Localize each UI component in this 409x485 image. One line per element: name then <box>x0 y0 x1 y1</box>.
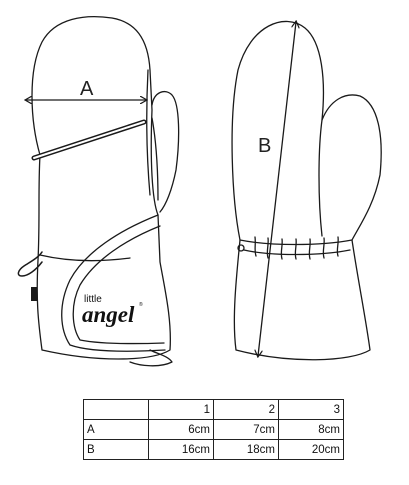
header-cell-empty <box>83 399 149 420</box>
row-label-b: B <box>83 439 149 460</box>
cell-b-1: 16cm <box>148 439 214 460</box>
mitten-diagram: A little angel ® B <box>17 16 382 367</box>
measure-b-label: B <box>258 135 271 157</box>
brand-line1: little <box>84 294 102 305</box>
front-thumb <box>151 91 180 213</box>
header-cell-size-2: 2 <box>213 399 279 420</box>
table-row: A 6cm 7cm 8cm <box>83 419 344 440</box>
cell-a-3: 8cm <box>278 419 344 440</box>
row-label-a: A <box>83 419 149 440</box>
cell-a-1: 6cm <box>148 419 214 440</box>
back-mitten-outline <box>231 20 382 361</box>
header-cell-size-3: 3 <box>278 399 344 420</box>
table-header-row: 1 2 3 <box>83 399 344 420</box>
measure-b-arrow <box>258 22 296 356</box>
front-mitten-outline <box>31 16 171 360</box>
brand-logo: little angel ® <box>82 294 143 327</box>
measure-a-label: A <box>80 78 94 100</box>
cell-b-3: 20cm <box>278 439 344 460</box>
cell-b-2: 18cm <box>213 439 279 460</box>
back-mitten <box>231 20 382 361</box>
side-tab <box>31 287 37 301</box>
size-table: 1 2 3 A 6cm 7cm 8cm B 16cm 18cm 20cm <box>83 399 344 460</box>
toggle-icon <box>237 244 245 252</box>
front-mitten <box>17 16 180 367</box>
clip-icon <box>17 251 43 277</box>
brand-line2: angel <box>82 302 135 327</box>
brand-mark: ® <box>139 301 143 308</box>
header-cell-size-1: 1 <box>148 399 214 420</box>
front-cuff-panel <box>61 214 166 352</box>
table-row: B 16cm 18cm 20cm <box>83 439 344 460</box>
cell-a-2: 7cm <box>213 419 279 440</box>
